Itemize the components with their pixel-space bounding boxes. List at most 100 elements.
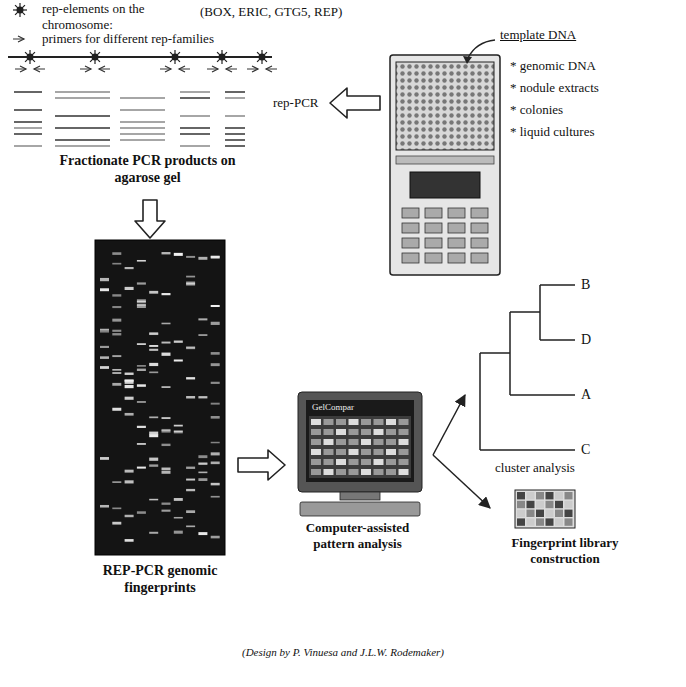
screen-cell (361, 469, 371, 475)
primer-symbol (80, 69, 91, 70)
pcr-band (180, 115, 210, 117)
screen-cell (349, 439, 359, 445)
screen-cell (349, 459, 359, 465)
primer-symbol (99, 69, 110, 70)
rep-element-symbol (90, 52, 100, 62)
keypad-key (402, 238, 419, 248)
library-cell (565, 518, 573, 525)
gel-band (186, 276, 195, 278)
library-cell (536, 501, 544, 508)
illustration-shape (396, 62, 494, 150)
screen-cell (349, 449, 359, 455)
library-cell (527, 518, 535, 525)
library-cell (536, 510, 544, 517)
library-cell (517, 501, 525, 508)
stage-caption: cluster analysis (475, 460, 595, 476)
screen-panel (309, 416, 411, 478)
illustration-shape (515, 490, 575, 528)
keypad-key (471, 223, 488, 233)
screen-cell (399, 429, 409, 435)
pcr-band (225, 145, 245, 147)
leaf-label: B (581, 277, 590, 294)
screen-cell (336, 469, 346, 475)
gel-band (125, 287, 134, 290)
stage-caption: * nodule extracts (510, 80, 599, 96)
gel-band (100, 366, 109, 369)
screen-cell (349, 429, 359, 435)
flow-arrow (433, 395, 465, 455)
screen-cell (374, 419, 384, 425)
screen-cell (311, 429, 321, 435)
gel-band (112, 369, 121, 371)
pcr-band (225, 115, 245, 117)
gel-band (112, 330, 121, 332)
text-slot: cluster analysis (475, 460, 595, 476)
library-cell (527, 501, 535, 508)
screen-cell (324, 429, 334, 435)
screen-cell (374, 469, 384, 475)
pcr-band (225, 97, 245, 99)
text-slot: Fractionate PCR products on agarose gel (55, 153, 240, 187)
illustration-shape (306, 400, 414, 482)
text-slot: rep-elements on the chromosome: (42, 1, 162, 32)
gel-band (149, 345, 158, 347)
gel-band (100, 356, 109, 359)
gel-band (198, 462, 207, 464)
gel-band (149, 416, 158, 418)
gel-band (149, 372, 158, 374)
gel-band (198, 257, 207, 260)
primer-symbol (266, 69, 277, 70)
library-cell (517, 510, 525, 517)
gel-band (149, 432, 158, 435)
gel-band (100, 329, 109, 332)
library-icon (515, 490, 575, 528)
library-cell (546, 501, 554, 508)
gel-band (149, 363, 158, 366)
gel-band (137, 299, 146, 301)
gel-band (198, 478, 207, 481)
screen-cell (374, 459, 384, 465)
keypad-key (425, 223, 442, 233)
illustration-shape (480, 353, 575, 450)
pcr-band (14, 109, 42, 111)
screen-cell (386, 459, 396, 465)
gel-band (149, 332, 158, 335)
gel-band (112, 408, 121, 411)
gel-band (162, 510, 171, 512)
gel-band (198, 318, 207, 320)
gel-band (125, 480, 134, 483)
pcr-band (120, 121, 165, 123)
gel-band (137, 282, 146, 284)
gel-band (211, 416, 220, 419)
screen-cell (324, 469, 334, 475)
pcr-band (55, 139, 110, 141)
gel-band (186, 256, 195, 258)
primer-symbol (179, 69, 190, 70)
screen-cell (311, 419, 321, 425)
screen-cell (361, 439, 371, 445)
chromosome-line (8, 56, 272, 58)
text-slot: * nodule extracts (510, 80, 599, 96)
gel-band (100, 329, 109, 331)
gel-band (186, 526, 195, 528)
stage-caption: * genomic DNA (510, 58, 596, 74)
text-slot: D (581, 332, 591, 349)
gel-band (112, 355, 121, 357)
gel-photo (95, 240, 225, 555)
legend-text: rep-elements on the chromosome: (42, 1, 162, 32)
screen-cell (386, 469, 396, 475)
primer-symbol (247, 69, 258, 70)
gel-band (211, 452, 220, 455)
pcr-band (180, 133, 210, 135)
screen-cell (349, 469, 359, 475)
screen-cell (374, 429, 384, 435)
gel-band (125, 470, 134, 473)
primer-symbol (15, 69, 26, 70)
gel-band (174, 425, 183, 427)
keypad-key (448, 238, 465, 248)
gel-band (112, 508, 121, 510)
pcr-band (55, 97, 110, 99)
flow-arrow (330, 88, 380, 118)
keypad-key (425, 238, 442, 248)
library-cell (536, 492, 544, 499)
